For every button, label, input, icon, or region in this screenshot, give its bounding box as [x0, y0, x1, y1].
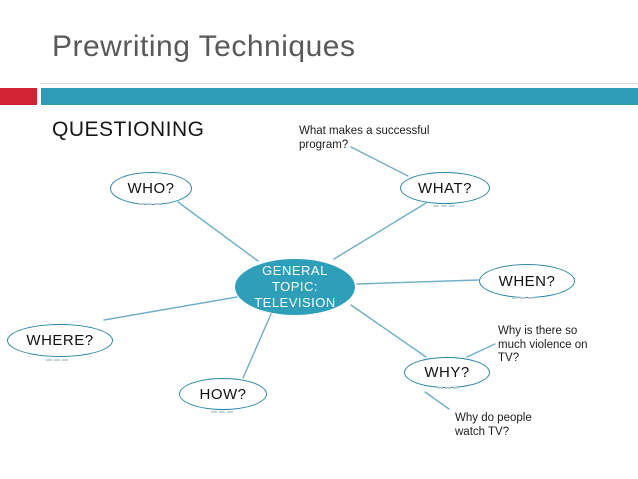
page-title: Prewriting Techniques	[52, 30, 356, 63]
center-topic-line: TELEVISION	[254, 295, 336, 310]
annotation-line: Why do people	[455, 412, 532, 424]
connector-center-to-when	[356, 279, 479, 285]
faded-text-artifact	[433, 205, 455, 207]
connector-center-to-where	[103, 296, 238, 321]
center-topic-bubble: GENERAL TOPIC: TELEVISION	[235, 259, 355, 315]
connector-why-to-note	[424, 391, 450, 410]
faded-text-artifact	[46, 359, 68, 361]
red-accent-bar	[0, 88, 37, 105]
faded-text-artifact	[512, 297, 534, 299]
connector-who-to-center	[177, 201, 259, 262]
bubble-who: WHO?	[110, 172, 192, 205]
bubble-when: WHEN?	[479, 264, 575, 298]
bubble-label: WHY?	[424, 364, 470, 381]
bubble-label: WHO?	[127, 180, 175, 197]
annotation-what-makes: What makes a successful program?	[299, 125, 429, 152]
annotation-line: program?	[299, 138, 349, 151]
annotation-line: Why is there so	[498, 325, 578, 337]
bubble-label: HOW?	[199, 385, 247, 403]
annotation-line: What makes a successful	[299, 125, 430, 137]
faded-text-artifact	[138, 203, 160, 205]
annotation-line: much violence on	[498, 338, 588, 351]
faded-text-artifact	[437, 387, 459, 389]
annotation-watch-tv: Why do people watch TV?	[455, 412, 532, 439]
bubble-label: WHEN?	[498, 272, 556, 290]
connector-what-to-center	[333, 202, 427, 260]
title-underline	[40, 83, 638, 84]
teal-accent-bar	[41, 88, 638, 105]
center-topic-line: TOPIC:	[271, 279, 319, 294]
bubble-why: WHY?	[404, 357, 490, 388]
bubble-how: HOW?	[179, 378, 267, 410]
connector-center-to-why	[350, 304, 427, 358]
bubble-where: WHERE?	[7, 324, 113, 357]
connector-center-to-how	[242, 313, 272, 379]
bubble-what: WHAT?	[400, 172, 490, 204]
connector-note-to-why	[466, 343, 496, 358]
annotation-violence: Why is there so much violence on TV?	[498, 325, 588, 366]
bubble-label: WHAT?	[418, 179, 472, 197]
center-topic-line: GENERAL	[262, 263, 328, 278]
annotation-line: TV?	[498, 352, 520, 364]
bubble-label: WHERE?	[26, 332, 94, 349]
annotation-line: watch TV?	[455, 425, 510, 438]
section-heading: QUESTIONING	[52, 118, 205, 141]
faded-text-artifact	[211, 411, 233, 413]
